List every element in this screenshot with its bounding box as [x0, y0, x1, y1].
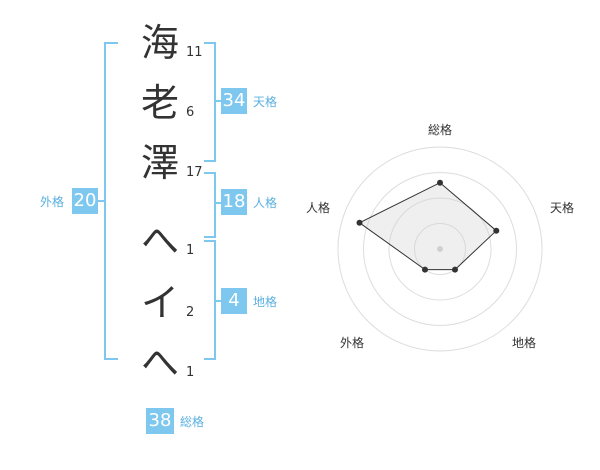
stroke-count-6: 1 [186, 365, 195, 380]
radar-rings [337, 146, 543, 352]
radar-points [356, 179, 500, 273]
jinkaku-connector [214, 202, 221, 204]
gaikaku-label: 外格 [40, 195, 65, 209]
name-char-5: イ [140, 281, 179, 325]
name-char-1: 海 [140, 21, 179, 65]
chikaku-connector [214, 300, 221, 302]
jinkaku-bracket [204, 172, 216, 238]
name-char-3: 澤 [140, 141, 179, 185]
radar-axis-soukaku: 総格 [428, 122, 452, 137]
chikaku-value: 4 [221, 288, 247, 314]
radar-center-dot [437, 246, 443, 252]
gaikaku-connector [98, 200, 105, 202]
tenkaku-value: 34 [221, 88, 247, 114]
stroke-count-1: 11 [186, 45, 203, 60]
radar-ring-3 [363, 172, 517, 326]
soukaku-label: 総格 [180, 415, 205, 429]
radar-axis-jinkaku: 人格 [306, 200, 330, 215]
jinkaku-value: 18 [221, 189, 247, 215]
radar-axis-chikaku: 地格 [512, 335, 536, 350]
name-char-4: へ [140, 219, 179, 263]
stroke-count-2: 6 [186, 105, 195, 120]
radar-polygon [358, 182, 498, 271]
radar-point-5 [356, 219, 363, 226]
jinkaku-label: 人格 [253, 196, 278, 210]
tenkaku-bracket [204, 42, 216, 162]
gaikaku-bracket [104, 42, 118, 360]
radar-ring-2 [388, 197, 492, 301]
radar-ring-1 [414, 223, 466, 275]
gaikaku-value: 20 [72, 188, 98, 214]
radar-axis-gaikaku: 外格 [340, 335, 364, 350]
chikaku-label: 地格 [253, 295, 278, 309]
name-char-6: へ [140, 341, 179, 385]
radar-axis-tenkaku: 天格 [550, 200, 574, 215]
radar-ring-4 [337, 146, 543, 352]
tenkaku-label: 天格 [253, 95, 278, 109]
stroke-count-3: 17 [186, 165, 203, 180]
stroke-count-4: 1 [186, 243, 195, 258]
radar-point-2 [493, 227, 500, 234]
stroke-count-5: 2 [186, 305, 195, 320]
name-char-2: 老 [140, 81, 179, 125]
radar-point-4 [422, 266, 428, 273]
radar-point-3 [452, 266, 458, 273]
soukaku-value: 38 [146, 408, 174, 434]
tenkaku-connector [214, 100, 221, 102]
radar-point-1 [437, 179, 443, 186]
